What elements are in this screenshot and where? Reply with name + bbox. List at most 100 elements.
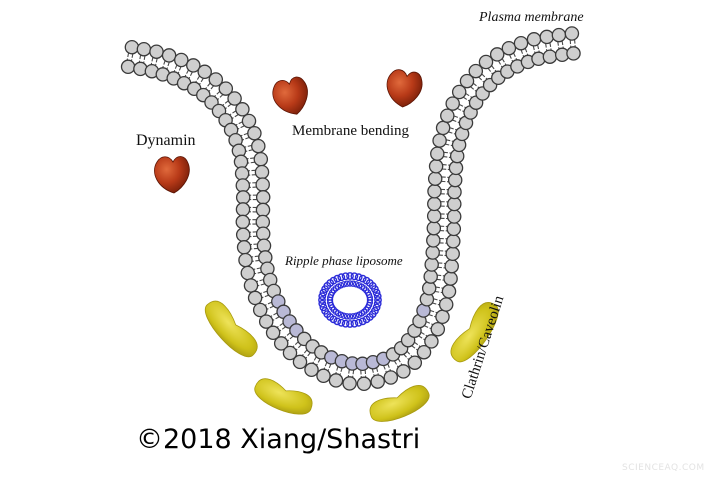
lipid-head-inner [428,209,441,222]
lipid-head-inner [437,121,450,134]
lipid-head-outer [237,191,250,204]
lipid-heads [122,27,581,391]
lipid-head-inner [491,48,504,61]
lipid-head-inner [428,197,441,210]
lipid-head-inner [429,172,442,185]
lipid-head-inner [427,222,440,235]
lipid-head-outer [244,279,257,292]
lipid-head-outer [134,62,147,75]
lipid-head-outer [448,185,461,198]
clathrin-shape [251,375,316,420]
lipid-head-inner [433,134,446,147]
lipid-head-outer [122,60,135,73]
lipid-head-outer [236,167,249,180]
lipid-head-inner [254,153,267,166]
lipid-head-outer [329,374,342,387]
ripple-phase-liposome [319,273,381,327]
lipid-head-outer [431,323,444,336]
dynamin-icon [383,68,424,110]
clathrin-shape [198,297,262,364]
lipid-head-outer [442,285,455,298]
lipid-head-inner [514,37,527,50]
lipid-head-outer [237,228,250,241]
lipid-head-outer [305,363,318,376]
membrane-bending-label: Membrane bending [292,123,409,140]
lipid-head-inner [248,127,261,140]
lipid-head-inner [540,30,553,43]
lipid-head-inner [256,178,269,191]
dynamin-icon [154,156,189,193]
lipid-head-outer [543,50,556,63]
lipid-head-outer [241,266,254,279]
lipid-head-outer [448,197,461,210]
lipid-head-inner [552,28,565,41]
lipid-head-outer [446,247,459,260]
lipid-head-outer [447,235,460,248]
lipid-head-outer [444,272,457,285]
lipid-head-outer [449,174,462,187]
plasma-membrane-label: Plasma membrane [479,10,584,26]
lipid-head-outer [236,203,249,216]
lipid-head-outer [425,335,438,348]
lipid-head-inner [431,147,444,160]
liposome-lipid-outer [338,320,344,326]
clathrin-caveolin-icon [198,297,262,364]
lipid-head-inner [502,42,515,55]
lipid-head-inner [252,140,265,153]
lipid-head-inner [236,103,249,116]
lipid-head-outer [440,298,453,311]
lipid-head-inner [137,43,150,56]
lipid-head-outer [357,377,370,390]
clathrin-shape [367,382,434,428]
lipid-head-inner [430,160,443,173]
lipid-head-outer [436,310,449,323]
watermark-label: SCIENCEAQ.COM [622,463,705,473]
lipid-head-outer [371,375,384,388]
lipid-head-inner [425,258,438,271]
lipid-head-inner [565,27,578,40]
ripple-phase-liposome-label: Ripple phase liposome [285,253,403,269]
lipid-head-inner [255,166,268,179]
lipid-head-inner [257,227,270,240]
lipid-head-outer [567,47,580,60]
lipid-head-outer [317,369,330,382]
lipid-head-outer [238,241,251,254]
lipid-head-outer [384,371,397,384]
lipid-head-inner [527,33,540,46]
lipid-head-outer [408,356,421,369]
lipid-head-outer [236,215,249,228]
liposome-lipid-outer [356,274,362,280]
dynamin-icon [270,75,312,118]
lipid-head-inner [426,246,439,259]
lipid-head-outer [447,222,460,235]
lipid-head-outer [293,355,306,368]
lipid-head-inner [163,49,176,62]
lipid-head-inner [242,114,255,127]
dynamin-shape [383,68,424,110]
copyright-label: ©2018 Xiang/Shastri [136,424,420,455]
lipid-head-outer [239,254,252,267]
lipid-head-outer [448,210,461,223]
dynamin-shape [270,75,312,118]
lipid-head-outer [249,291,262,304]
lipid-head-outer [445,260,458,273]
lipid-head-inner [256,203,269,216]
lipid-head-inner [150,45,163,58]
dynamin-shape [154,156,189,193]
lipid-head-inner [125,41,138,54]
dynamin-label: Dynamin [136,132,196,150]
lipid-head-outer [343,377,356,390]
clathrin-caveolin-icon [367,382,434,428]
lipid-head-outer [236,179,249,192]
clathrin-caveolin-icon [251,375,316,420]
lipid-head-outer [449,161,462,174]
lipid-head-outer [397,365,410,378]
lipid-head-inner [428,185,441,198]
lipid-head-inner [257,191,270,204]
lipid-head-inner [175,53,188,66]
lipid-head-inner [424,270,437,283]
lipid-head-inner [427,234,440,247]
lipid-head-inner [441,109,454,122]
